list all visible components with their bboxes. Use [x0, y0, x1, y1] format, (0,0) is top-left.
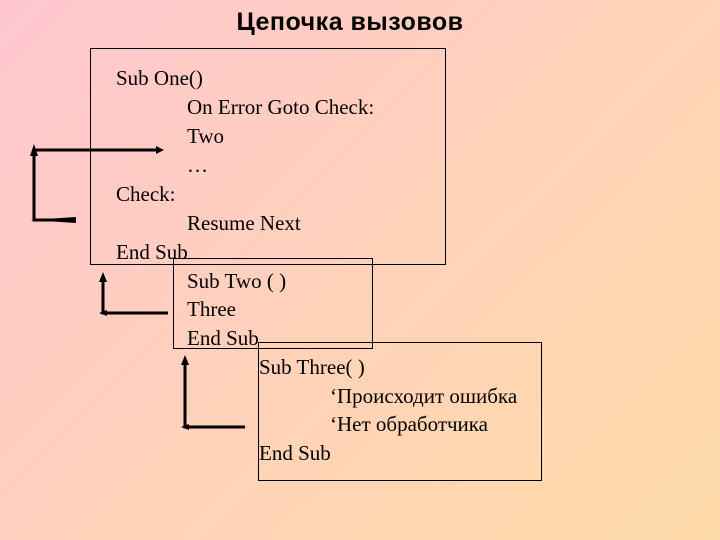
proc-one-line: On Error Goto Check:: [187, 95, 375, 119]
proc-two-line: Sub Two ( ): [187, 269, 287, 293]
proc-one-line: Sub One(): [116, 66, 203, 90]
proc-three-line: ‘Нет обработчика: [330, 412, 489, 436]
arrowhead-icon: [30, 144, 38, 156]
error-return-arrow-one: [32, 148, 156, 222]
proc-two-line: Three: [187, 297, 236, 321]
arrowhead-icon: [181, 424, 189, 430]
proc-two-box: [173, 258, 373, 349]
proc-two-line: End Sub: [187, 326, 259, 350]
proc-one-line: End Sub: [116, 240, 188, 264]
proc-three-line: Sub Three( ): [259, 355, 365, 379]
proc-one-line: Resume Next: [187, 211, 301, 235]
arrowhead-icon: [30, 217, 76, 223]
arrowhead-icon: [99, 310, 107, 316]
proc-one-box: [90, 48, 446, 265]
arrowhead-icon: [181, 355, 189, 365]
proc-one-line: Two: [187, 124, 225, 148]
arrowhead-icon: [99, 272, 107, 282]
error-propagation-arrow-two: [101, 280, 168, 315]
page-title: Цепочка вызовов: [236, 8, 464, 36]
proc-three-line: End Sub: [259, 441, 331, 465]
proc-one-line: Check:: [116, 182, 176, 206]
proc-three-box: [258, 342, 542, 481]
arrowhead-icon: [156, 146, 164, 154]
proc-one-line: …: [187, 153, 208, 177]
proc-three-line: ‘Происходит ошибка: [330, 384, 518, 408]
error-propagation-arrow-three: [183, 363, 245, 429]
